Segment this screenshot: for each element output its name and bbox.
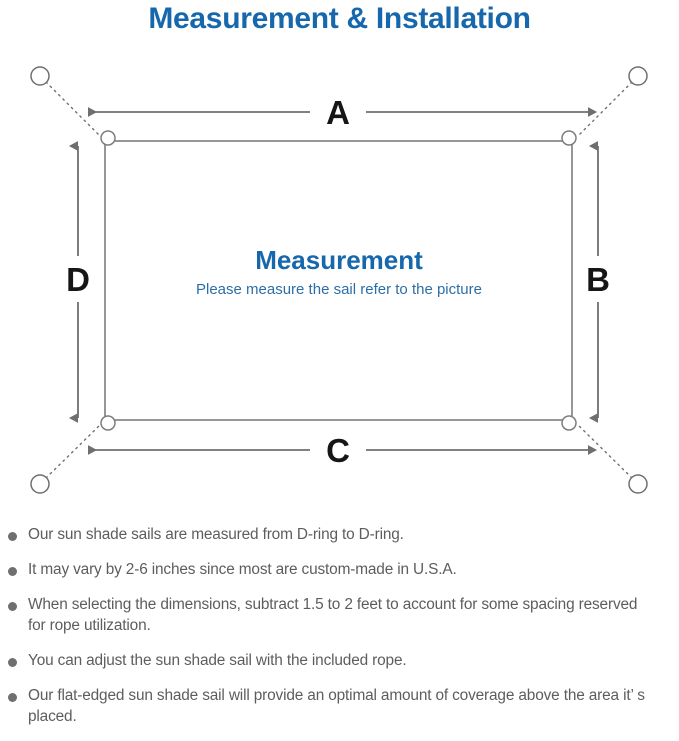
bullet-icon bbox=[8, 567, 17, 576]
dimension-d: D bbox=[66, 141, 90, 423]
anchor-point-top-left bbox=[30, 66, 50, 86]
page-title: Measurement & Installation bbox=[148, 2, 531, 35]
d-ring-bottom-left bbox=[100, 415, 116, 431]
bullet-icon bbox=[8, 693, 17, 702]
list-item: It may vary by 2-6 inches since most are… bbox=[0, 559, 679, 580]
list-item: When selecting the dimensions, subtract … bbox=[0, 594, 679, 636]
notes-list: Our sun shade sails are measured from D-… bbox=[0, 524, 679, 741]
note-text: Our sun shade sails are measured from D-… bbox=[28, 526, 404, 543]
rope-lines bbox=[45, 81, 633, 479]
bullet-icon bbox=[8, 532, 17, 541]
dimension-a: A bbox=[88, 94, 598, 131]
list-item: Our sun shade sails are measured from D-… bbox=[0, 524, 679, 545]
bullet-icon bbox=[8, 658, 17, 667]
note-text: Our flat-edged sun shade sail will provi… bbox=[28, 687, 645, 725]
d-rings bbox=[100, 130, 577, 431]
dimension-c-label: C bbox=[326, 432, 350, 469]
dimension-c: C bbox=[88, 432, 598, 469]
sail-rectangle bbox=[104, 140, 573, 421]
anchor-point-top-right bbox=[628, 66, 648, 86]
dimension-b: B bbox=[586, 141, 610, 423]
anchor-points bbox=[30, 66, 648, 494]
diagram-container: A C D B Measurement Please measure the s… bbox=[0, 46, 679, 516]
dimension-b-label: B bbox=[586, 261, 610, 298]
anchor-point-bottom-left bbox=[30, 474, 50, 494]
note-text: When selecting the dimensions, subtract … bbox=[28, 596, 638, 634]
bullet-icon bbox=[8, 602, 17, 611]
d-ring-bottom-right bbox=[561, 415, 577, 431]
d-ring-top-left bbox=[100, 130, 116, 146]
diagram-center-label: Measurement bbox=[255, 245, 423, 275]
note-text: You can adjust the sun shade sail with t… bbox=[28, 652, 407, 669]
rope-line-bottom-left bbox=[45, 423, 102, 479]
d-ring-top-right bbox=[561, 130, 577, 146]
sail-measurement-diagram: A C D B Measurement Please measure the s… bbox=[30, 66, 648, 494]
rope-line-top-left bbox=[45, 81, 102, 138]
dimension-a-label: A bbox=[326, 94, 350, 131]
list-item: You can adjust the sun shade sail with t… bbox=[0, 650, 679, 671]
rope-line-bottom-right bbox=[576, 423, 633, 479]
list-item: Our flat-edged sun shade sail will provi… bbox=[0, 685, 679, 727]
anchor-point-bottom-right bbox=[628, 474, 648, 494]
rope-line-top-right bbox=[576, 81, 633, 138]
diagram-center-sublabel: Please measure the sail refer to the pic… bbox=[196, 281, 482, 298]
dimension-d-label: D bbox=[66, 261, 90, 298]
note-text: It may vary by 2-6 inches since most are… bbox=[28, 561, 457, 578]
